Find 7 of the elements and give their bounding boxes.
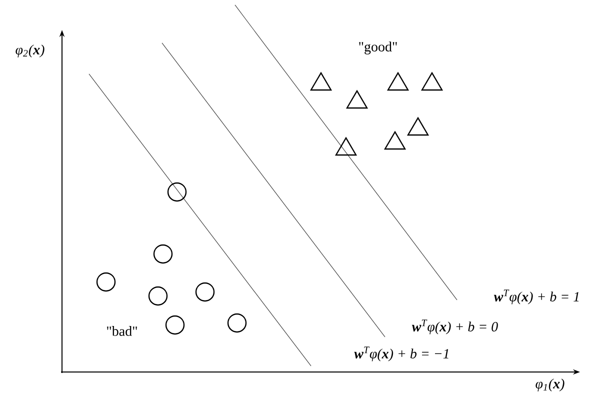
class-label: "bad" bbox=[107, 326, 137, 336]
hyperplane-label: w$^{T}$φ(x) + b = −1 bbox=[354, 346, 448, 362]
axis-label: φ$_{1}$(x) bbox=[536, 378, 564, 392]
hyperplane-label: w$^{T}$φ(x) + b = 1 bbox=[494, 290, 579, 304]
hyperplane-label: w$^{T}$φ(x) + b = 0 bbox=[412, 320, 498, 334]
class-label: "good" bbox=[359, 42, 397, 54]
axis-label: φ$_{2}$(x) bbox=[16, 44, 44, 58]
